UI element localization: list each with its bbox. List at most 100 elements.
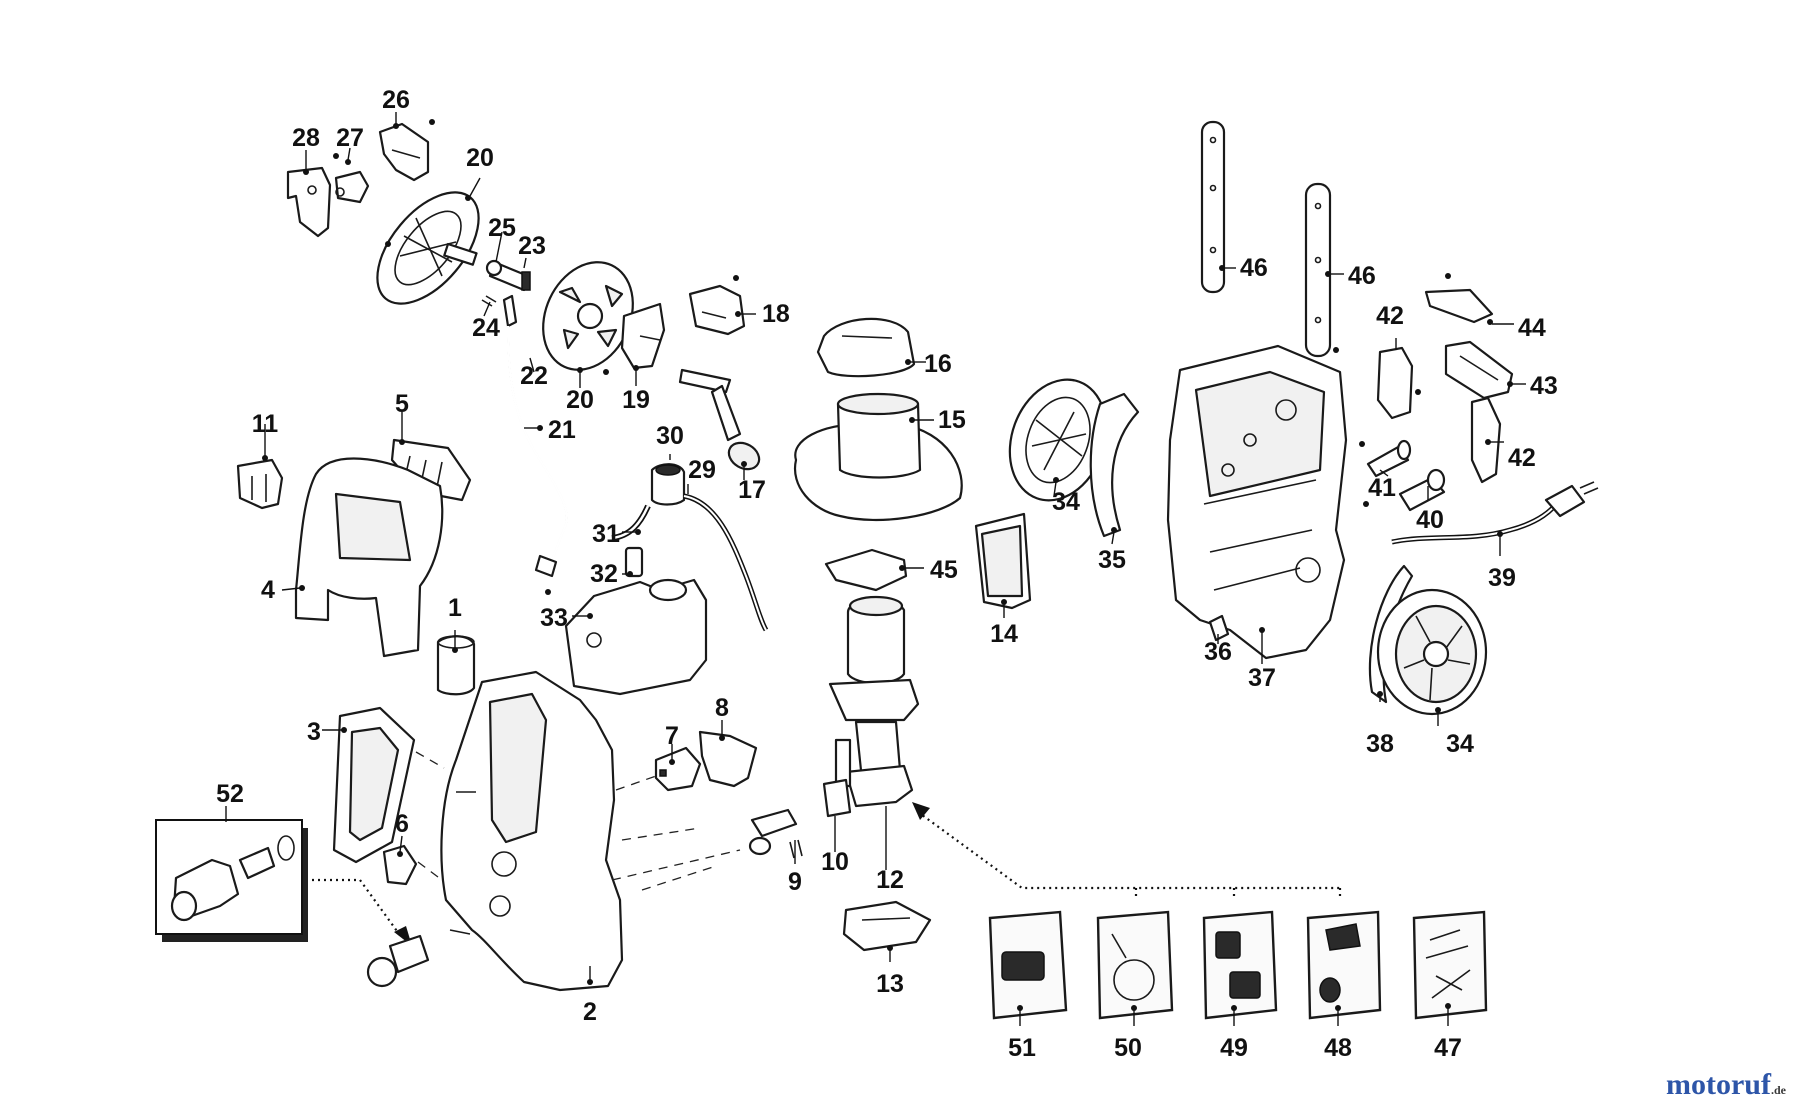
label-9: 9 (788, 868, 802, 896)
label-52: 52 (216, 780, 244, 808)
part-48-bag (1306, 910, 1382, 1020)
label-20: 20 (466, 144, 494, 172)
label-28: 28 (292, 124, 320, 152)
label-1: 1 (448, 594, 462, 622)
part-number-labels: 1 2 3 4 5 6 7 8 9 10 11 12 13 14 15 16 1… (216, 86, 1558, 1062)
part-35-wheel-cover-left (1089, 392, 1140, 538)
part-46-handle-tube-left (1200, 120, 1226, 294)
label-45: 45 (930, 556, 958, 584)
label-14: 14 (990, 620, 1018, 648)
part-41-knob (1366, 439, 1412, 478)
label-25: 25 (488, 214, 516, 242)
part-13-base-plate (842, 900, 932, 952)
label-37: 37 (1248, 664, 1276, 692)
label-5: 5 (395, 390, 409, 418)
watermark-suffix: .de (1771, 1083, 1786, 1097)
label-33: 33 (540, 604, 568, 632)
part-20-reel-drum-left (376, 191, 480, 305)
label-40: 40 (1416, 506, 1444, 534)
part-29-tube (683, 493, 769, 632)
label-12: 12 (876, 866, 904, 894)
part-36-fastener (1208, 614, 1230, 642)
label-41: 41 (1368, 474, 1396, 502)
part-18-bracket (688, 284, 746, 336)
label-38: 38 (1366, 730, 1394, 758)
label-35: 35 (1098, 546, 1126, 574)
label-3: 3 (307, 718, 321, 746)
part-9-fitting (748, 808, 803, 859)
label-2: 2 (583, 998, 597, 1026)
label-23: 23 (518, 232, 546, 260)
part-1-sleeve (436, 635, 476, 696)
label-8: 8 (715, 694, 729, 722)
label-16: 16 (924, 350, 952, 378)
label-11: 11 (252, 410, 279, 438)
part-31-hose (611, 504, 651, 541)
bag-leader-lines (912, 802, 1342, 900)
label-44: 44 (1518, 314, 1546, 342)
part-14-filter (974, 512, 1032, 610)
label-51: 51 (1008, 1034, 1036, 1062)
part-17-crank-handle (678, 368, 761, 471)
label-17: 17 (738, 476, 766, 504)
part-8-switch-bracket (698, 730, 758, 788)
label-26: 26 (382, 86, 410, 114)
label-49: 49 (1220, 1034, 1248, 1062)
part-16-motor-cover (816, 317, 916, 378)
reel-screws (333, 119, 739, 595)
part-11-clip (236, 458, 284, 510)
label-34: 34 (1052, 488, 1080, 516)
label-46b: 46 (1348, 262, 1376, 290)
part-2-main-housing (440, 670, 624, 992)
label-43: 43 (1530, 372, 1558, 400)
part-43-holder (1444, 340, 1514, 400)
label-42: 42 (1508, 444, 1536, 472)
label-36: 36 (1204, 638, 1232, 666)
label-15: 15 (938, 406, 966, 434)
label-21: 21 (548, 416, 576, 444)
part-50-bag (1096, 910, 1174, 1020)
label-30: 30 (656, 422, 684, 450)
part-44-cable-hook (1424, 288, 1494, 324)
label-13: 13 (876, 970, 904, 998)
label-48: 48 (1324, 1034, 1352, 1062)
part-51-bag (988, 910, 1068, 1020)
part-34-wheel-right (1376, 588, 1488, 716)
label-20b: 20 (566, 386, 594, 414)
part-10-valve (822, 778, 852, 818)
part-52-inset-box (155, 819, 308, 942)
label-18: 18 (762, 300, 790, 328)
part-4-handle (294, 457, 444, 658)
label-27: 27 (336, 124, 364, 152)
part-42-bracket-upper (1376, 346, 1414, 420)
part-47-bag (1412, 910, 1488, 1020)
part-40-cable-relief (1398, 468, 1446, 512)
label-4: 4 (261, 576, 275, 604)
part-20-reel-disc-right (542, 261, 634, 371)
part-28-reel-bracket (286, 166, 332, 238)
part-33-detergent-tank (564, 578, 708, 696)
label-29: 29 (688, 456, 716, 484)
label-22: 22 (520, 362, 548, 390)
part-32-nipple (624, 546, 644, 578)
part-30-cap (650, 463, 686, 506)
label-10: 10 (821, 848, 849, 876)
part-23-25-hose-connector (485, 259, 531, 292)
part-45-seal (824, 548, 908, 592)
label-47: 47 (1434, 1034, 1462, 1062)
part-15-motor-housing (793, 392, 963, 522)
watermark-logo: motoruf.de (1666, 1068, 1786, 1102)
assembly-guide-lines (415, 751, 741, 891)
part-19-crank-holder (620, 302, 666, 370)
part-21-hose (506, 325, 568, 578)
part-3-front-panel (332, 706, 416, 864)
part-49-bag (1202, 910, 1278, 1020)
label-6: 6 (395, 810, 409, 838)
label-31: 31 (592, 520, 620, 548)
label-19: 19 (622, 386, 650, 414)
label-42b: 42 (1376, 302, 1404, 330)
label-leaders (225, 112, 1526, 1026)
part-52-connector-installed (312, 878, 430, 988)
part-12-motor-pump-assembly (828, 595, 920, 808)
part-46-handle-tube-right (1304, 182, 1332, 358)
